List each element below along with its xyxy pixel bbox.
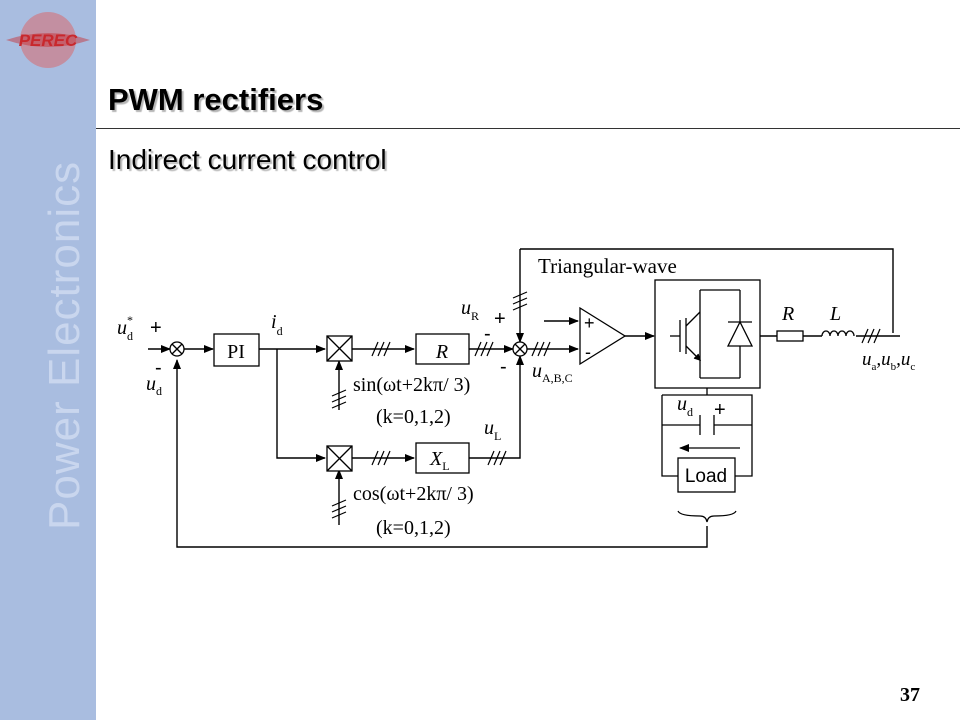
three-phase-markers: [331, 291, 881, 519]
id-label: id: [271, 311, 283, 338]
load-block: [677, 457, 736, 493]
wire-source-feedback: [520, 248, 894, 333]
sum2-plus-label: +: [494, 308, 506, 330]
ul-label: uL: [484, 417, 501, 443]
summing-junction-1: [169, 341, 185, 357]
triangular-wave-label: Triangular-wave: [538, 254, 677, 278]
sum2-minus-l-label: -: [500, 356, 507, 378]
comparator-minus: -: [585, 342, 591, 362]
source-voltages-label: ua,ub,uc: [862, 349, 915, 373]
line-l-label: L: [829, 303, 841, 325]
r-block-label: R: [435, 341, 448, 363]
dc-ud-label: ud: [677, 393, 693, 419]
ur-label: uR: [461, 297, 479, 323]
sum1-plus-label: +: [150, 317, 162, 339]
sidebar-band: [0, 0, 96, 720]
ud-fb-label: ud: [146, 373, 162, 398]
dc-plus-label: +: [714, 399, 726, 421]
pi-block: [213, 333, 260, 367]
title-divider: [96, 128, 960, 129]
pi-label: PI: [227, 341, 245, 363]
sin-expression: sin(ωt+2kπ/ 3): [353, 374, 470, 396]
line-r-label: R: [781, 303, 794, 325]
sum1-minus-label: -: [155, 357, 162, 379]
wire-ud-feedback: [173, 359, 708, 548]
wire-xl-sum2: [469, 355, 524, 459]
page-number: 37: [900, 684, 920, 706]
r-block: [415, 333, 470, 365]
dc-brace: [677, 510, 737, 523]
xl-block: [415, 442, 470, 474]
igbt-symbol: [670, 289, 754, 379]
uabc-label: uA,B,C: [532, 360, 573, 385]
xl-block-label: XL: [429, 448, 450, 473]
logo-sphere: [20, 12, 76, 68]
sum2-minus-r-label: -: [484, 323, 491, 345]
summing-junction-2: [512, 341, 528, 357]
cos-k-range: (k=0,1,2): [376, 517, 451, 539]
line-resistor: [776, 330, 804, 342]
cos-expression: cos(ωt+2kπ/ 3): [353, 483, 474, 505]
load-label: Load: [685, 466, 727, 487]
logo-swoosh: [6, 33, 90, 47]
comparator: [579, 306, 627, 366]
slide-subtitle: Indirect current control: [108, 144, 387, 175]
line-inductor: [821, 330, 855, 337]
dc-link: [661, 388, 753, 477]
multiplier-2: [326, 445, 353, 472]
wire-id-branch: [276, 349, 326, 462]
comparator-plus: +: [584, 313, 595, 333]
slide-title: PWM rectifiers: [108, 82, 324, 117]
multiplier-1: [326, 335, 353, 362]
sin-k-range: (k=0,1,2): [376, 406, 451, 428]
logo-text: PEREC: [19, 31, 78, 50]
ud-ref-label: u*d: [117, 313, 133, 343]
perec-logo: PEREC: [6, 12, 90, 68]
